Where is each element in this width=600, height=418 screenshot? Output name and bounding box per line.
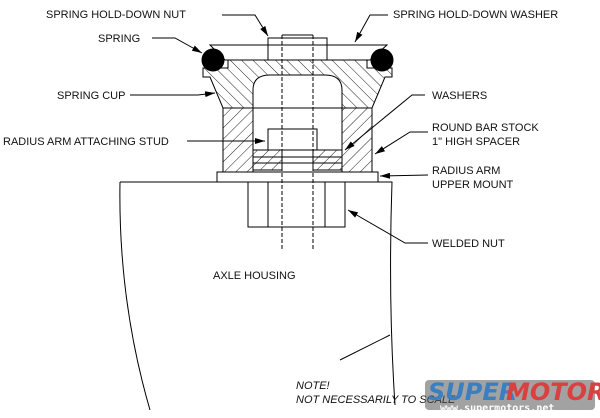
spring-left [201, 48, 225, 72]
axle-housing [119, 181, 396, 411]
label-washer: SPRING HOLD-DOWN WASHER [393, 9, 558, 21]
washers-left [252, 149, 283, 171]
stud-head [267, 128, 318, 151]
watermark-url: www.supermotors.net [440, 403, 554, 414]
spring-right [370, 48, 394, 72]
hold-down-washer [208, 44, 389, 61]
label-nut: SPRING HOLD-DOWN NUT [46, 9, 186, 21]
label-washers: WASHERS [432, 90, 487, 102]
watermark-logo: SUPER MOTORS www.supermotors.net [425, 378, 600, 414]
note-title: NOTE! [296, 380, 330, 392]
spring-cup [202, 59, 393, 109]
label-spring: SPRING [98, 33, 140, 45]
note-text: NOT NECESSARILY TO SCALE [296, 394, 456, 406]
label-welded-nut: WELDED NUT [432, 238, 505, 250]
hold-down-nut [267, 37, 328, 61]
label-axle: AXLE HOUSING [213, 270, 296, 282]
label-spacer-1: ROUND BAR STOCK [432, 122, 539, 134]
label-stud: RADIUS ARM ATTACHING STUD [3, 136, 169, 148]
watermark-brand-b: MOTORS [506, 378, 600, 406]
welded-nut [247, 181, 346, 228]
label-mount-2: UPPER MOUNT [432, 179, 514, 191]
upper-mount-plate [216, 171, 379, 183]
label-spacer-2: 1" HIGH SPACER [432, 136, 520, 148]
label-cup: SPRING CUP [57, 90, 125, 102]
watermark-brand-a: SUPER [428, 378, 517, 406]
label-mount-1: RADIUS ARM [432, 165, 500, 177]
